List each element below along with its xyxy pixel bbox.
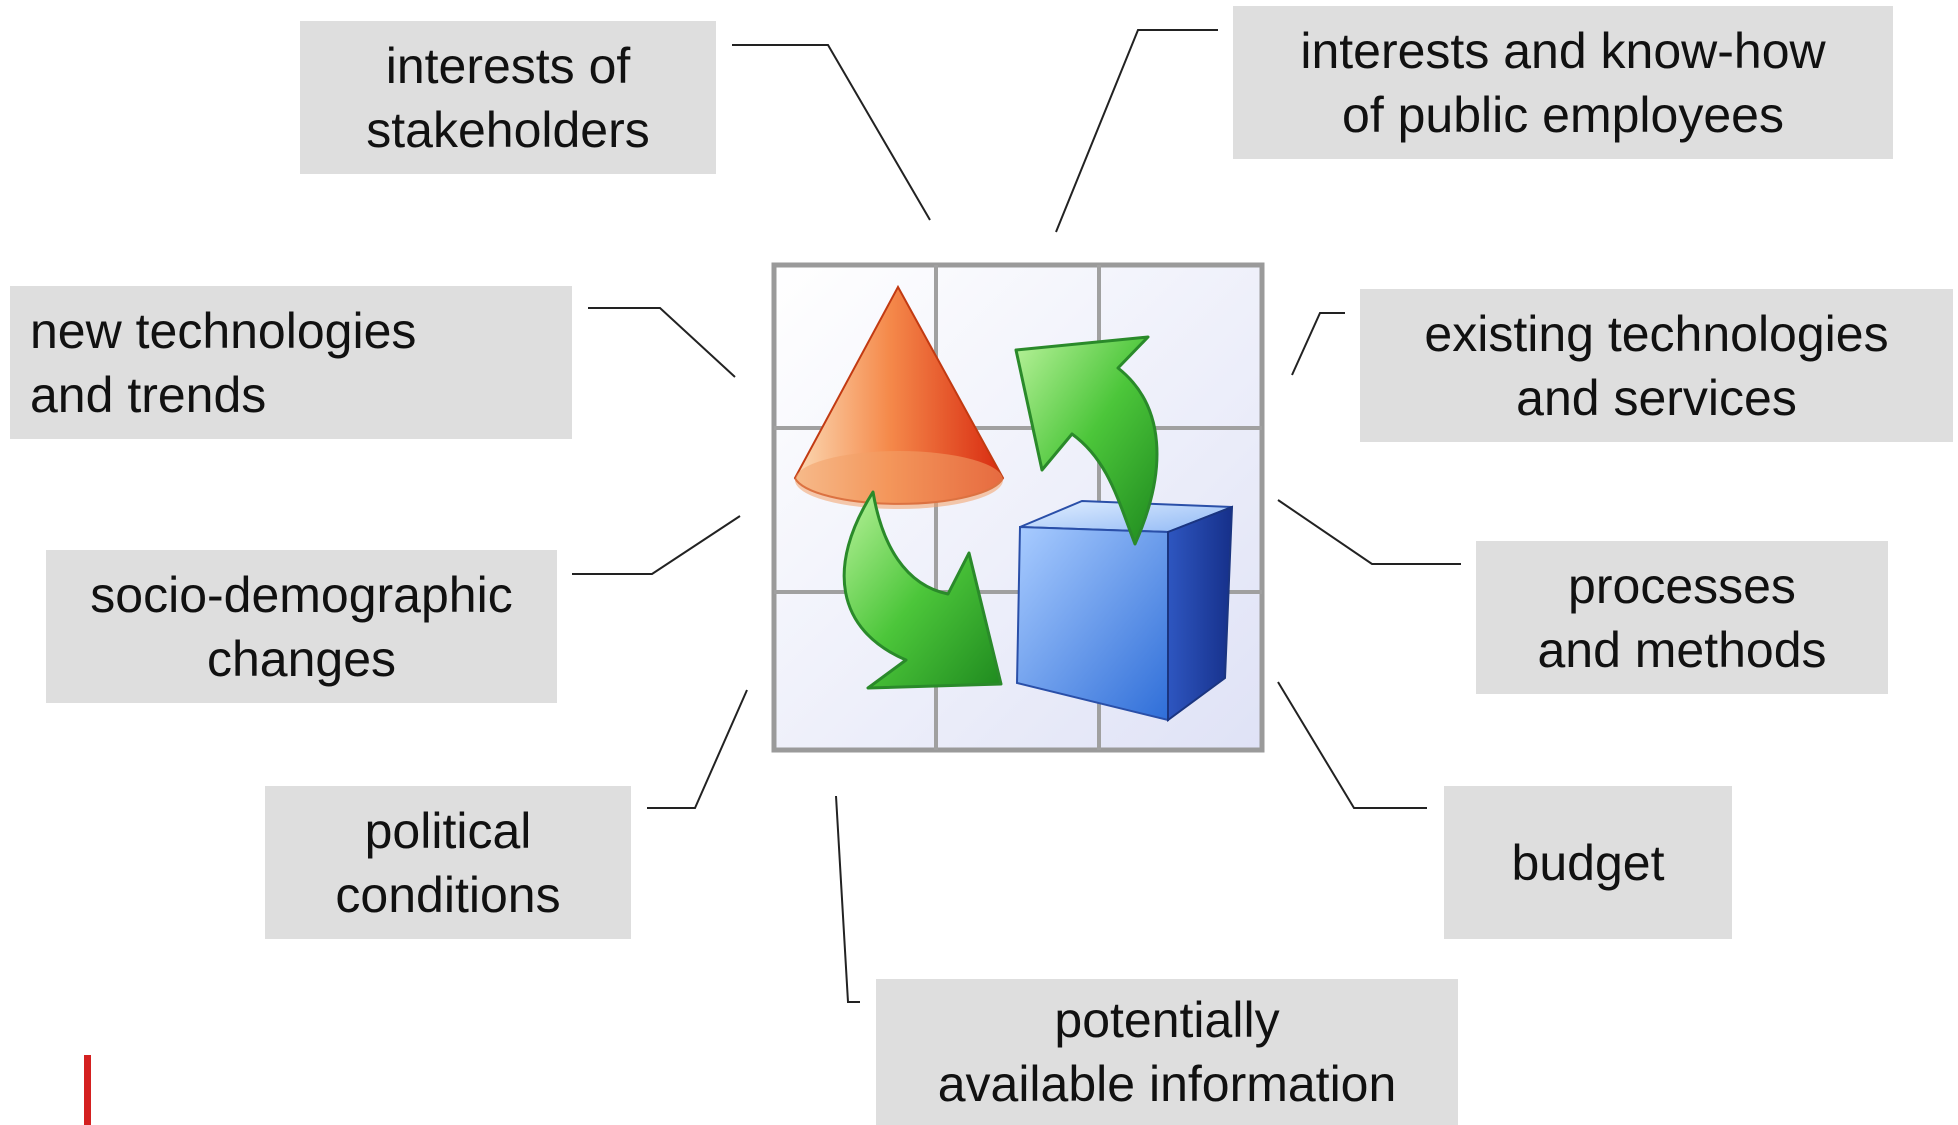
factor-label: socio-demographic changes (90, 566, 513, 687)
factor-existing-tech: existing technologies and services (1360, 289, 1953, 442)
factor-label: interests and know-how of public employe… (1300, 22, 1826, 143)
factor-political: political conditions (265, 786, 631, 939)
cone-icon (793, 284, 1005, 509)
connector-employees (1055, 29, 1218, 233)
factor-label: interests of stakeholders (366, 37, 650, 158)
factor-stakeholders: interests of stakeholders (300, 21, 716, 174)
factor-label: budget (1511, 834, 1665, 891)
factor-label: political conditions (335, 802, 561, 923)
arrow-up-icon (1014, 335, 1159, 546)
factor-new-tech: new technologies and trends (10, 286, 572, 439)
connector-processes (1277, 499, 1461, 565)
accent-mark (84, 1055, 91, 1125)
arrow-down-icon (842, 490, 1003, 690)
connector-political (647, 689, 748, 809)
connector-existing-tech (1291, 312, 1345, 376)
factor-label: potentially available information (937, 992, 1397, 1112)
connector-information (835, 795, 860, 1003)
connector-budget (1277, 681, 1427, 809)
factor-budget: budget (1444, 786, 1732, 939)
factor-employees: interests and know-how of public employe… (1233, 6, 1893, 159)
connector-stakeholders (732, 44, 931, 221)
factor-processes: processes and methods (1476, 541, 1888, 694)
connector-new-tech (588, 307, 736, 378)
factor-socio: socio-demographic changes (46, 550, 557, 703)
cube-icon (1015, 499, 1234, 722)
factor-label: existing technologies and services (1424, 305, 1889, 426)
factor-information: potentially available information (876, 979, 1458, 1125)
factor-label: new technologies and trends (30, 302, 417, 423)
connector-socio (572, 515, 741, 575)
factor-label: processes and methods (1537, 557, 1827, 678)
